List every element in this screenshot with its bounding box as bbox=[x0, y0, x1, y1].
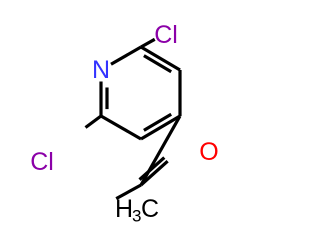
bond-c4-c5 bbox=[140, 114, 181, 141]
bond-n-c2 bbox=[110, 45, 142, 66]
methyl-c-label: C bbox=[141, 195, 159, 223]
bond-c5-c6 bbox=[100, 114, 142, 141]
bond-c2-cl bbox=[140, 37, 156, 49]
bond-c-o-double bbox=[138, 156, 166, 181]
chlorine-top-label: Cl bbox=[154, 21, 178, 49]
nitrogen-label: N bbox=[92, 56, 110, 84]
bond-c6-cl bbox=[84, 114, 102, 129]
bond-c2-c3-double bbox=[143, 54, 173, 74]
methyl-subscript-label: 3 bbox=[132, 207, 141, 226]
methyl-h-label: H bbox=[115, 195, 133, 223]
bond-c2-c3 bbox=[140, 45, 181, 72]
oxygen-label: O bbox=[199, 138, 218, 166]
bond-c4-c5-double bbox=[143, 112, 173, 132]
bond-c-methyl bbox=[115, 183, 142, 201]
chlorine-left-label: Cl bbox=[30, 148, 54, 176]
bond-c-o bbox=[139, 160, 169, 187]
